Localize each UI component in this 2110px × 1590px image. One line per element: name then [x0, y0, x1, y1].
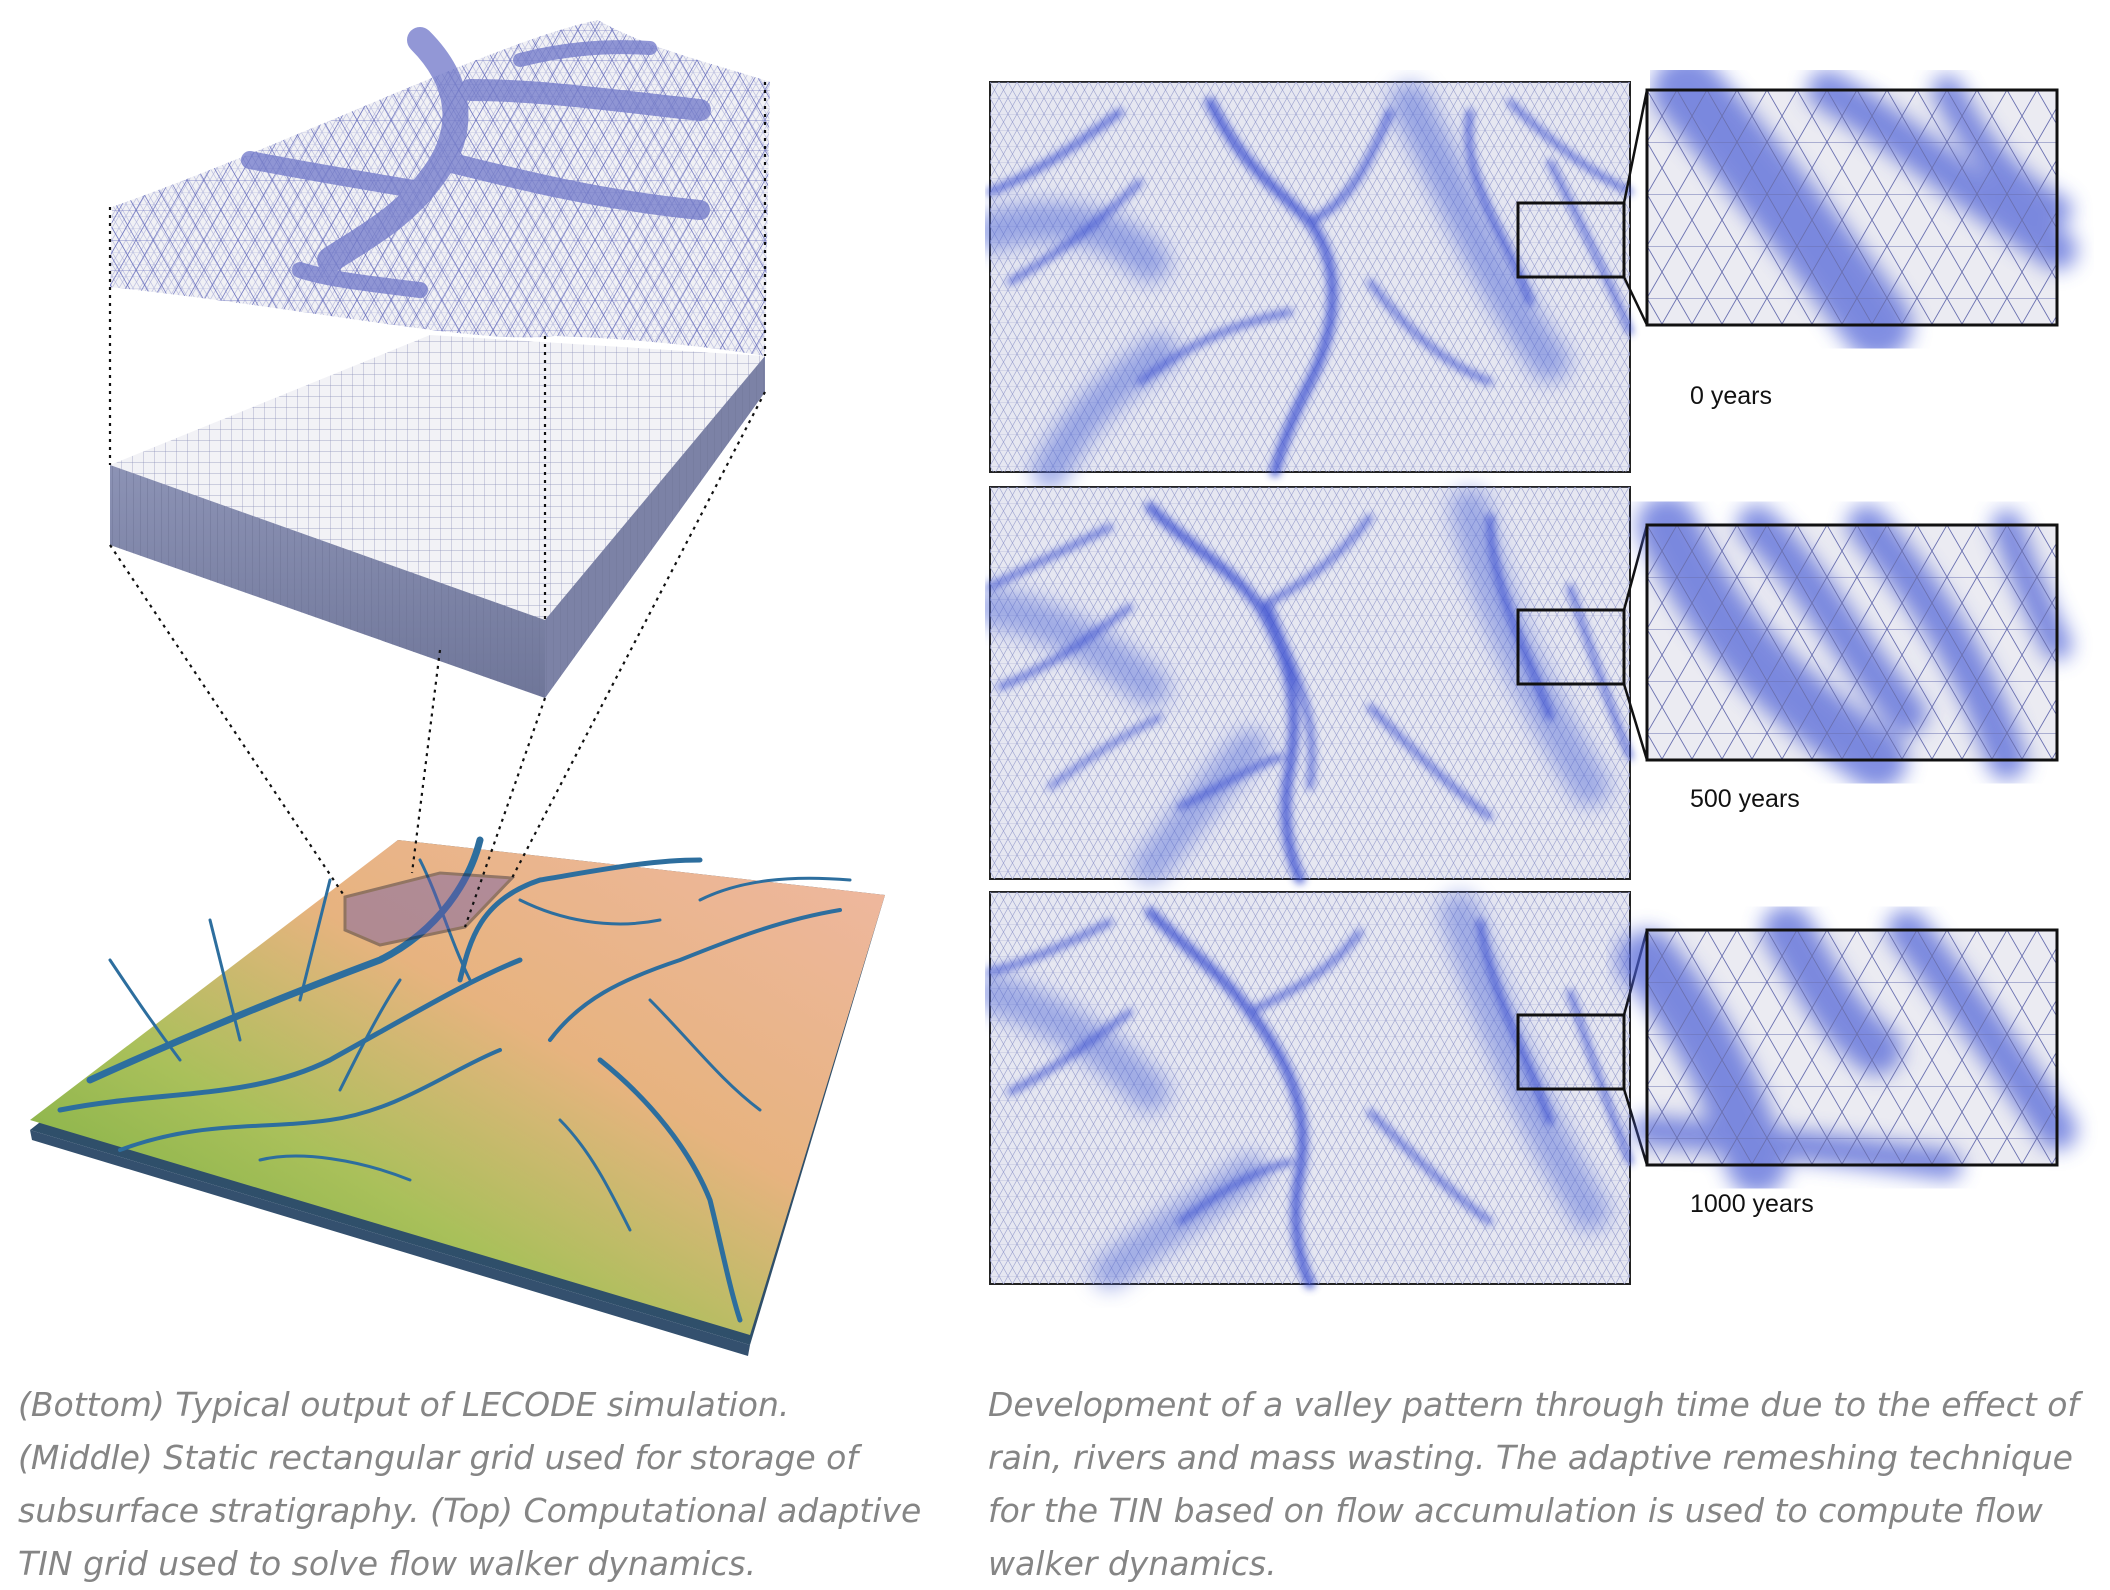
adaptive-tin-grid: [110, 20, 770, 356]
terrain-surface: [30, 836, 885, 1356]
valley-development-figure: [985, 70, 2077, 1290]
caption-right: Development of a valley pattern through …: [988, 1378, 2108, 1590]
caption-left: (Bottom) Typical output of LECODE simula…: [18, 1378, 948, 1590]
zoom-box-0: [1516, 201, 1626, 279]
zoom-connector-0: [1622, 89, 1649, 326]
main-map-500: [985, 486, 1633, 885]
time-label-0: 0 years: [1690, 382, 1772, 410]
zoom-inset-500: [1637, 495, 2072, 790]
caption-left-line: (Bottom) Typical output of LECODE simula…: [18, 1385, 790, 1424]
caption-right-line: rain, rivers and mass wasting. The adapt…: [988, 1438, 2073, 1477]
zoom-box-500: [1516, 608, 1626, 686]
caption-right-line: Development of a valley pattern through …: [988, 1385, 2080, 1424]
projection-lines: [108, 82, 767, 928]
caption-left-line: (Middle) Static rectangular grid used fo…: [18, 1438, 858, 1477]
lecode-3d-figure: [30, 20, 885, 1356]
time-label-500: 500 years: [1690, 785, 1800, 813]
static-rectangular-grid: [110, 335, 765, 698]
caption-left-line: TIN grid used to solve flow walker dynam…: [18, 1544, 757, 1583]
time-label-1000: 1000 years: [1690, 1190, 1814, 1218]
zoom-inset-1000: [1617, 905, 2077, 1195]
main-map-0: [985, 81, 1633, 490]
main-map-1000: [985, 891, 1633, 1290]
zoom-inset-0: [1645, 70, 2077, 360]
zoom-box-1000: [1516, 1013, 1626, 1091]
caption-right-line: walker dynamics.: [988, 1544, 1277, 1583]
caption-right-line: for the TIN based on flow accumulation i…: [988, 1491, 2043, 1530]
caption-left-line: subsurface stratigraphy. (Top) Computati…: [18, 1491, 922, 1530]
